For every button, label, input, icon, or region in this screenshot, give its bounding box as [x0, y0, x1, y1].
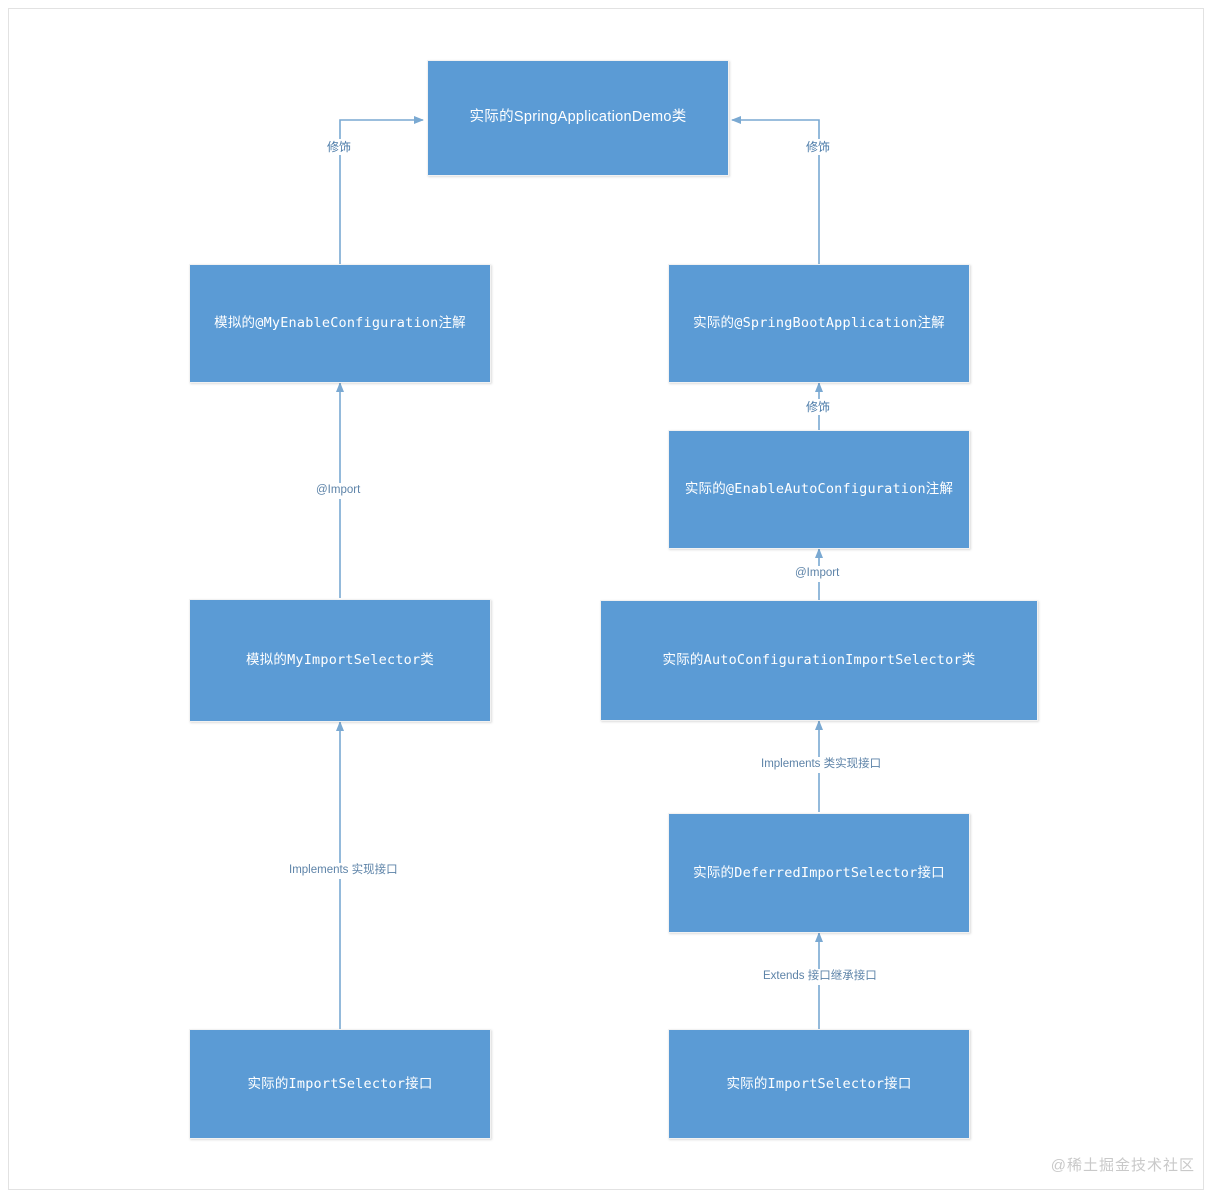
edge-sba-to-demo [731, 116, 820, 264]
node-import-selector-interface-left[interactable]: 实际的ImportSelector接口 [189, 1029, 491, 1139]
node-label: 模拟的MyImportSelector类 [245, 652, 435, 669]
edge-label-importselector-to-deferred: Extends 接口继承接口 [760, 969, 880, 985]
node-label: 实际的DeferredImportSelector接口 [693, 864, 945, 881]
edge-label-deferred-to-autoconfimp: Implements 类实现接口 [758, 757, 885, 773]
node-label: 实际的@EnableAutoConfiguration注解 [684, 481, 954, 498]
node-deferred-import-selector-interface[interactable]: 实际的DeferredImportSelector接口 [668, 813, 970, 933]
node-import-selector-interface-right[interactable]: 实际的ImportSelector接口 [668, 1029, 970, 1139]
watermark: @稀土掘金技术社区 [1050, 1157, 1195, 1174]
edge-label-sba-to-demo: 修饰 [803, 139, 834, 156]
edge-label-autoconfimp-to-enableauto: @Import [792, 566, 843, 582]
edge-label-enableauto-to-sba: 修饰 [803, 399, 834, 416]
node-label: 实际的ImportSelector接口 [247, 1075, 433, 1092]
node-label: 实际的@SpringBootApplication注解 [693, 315, 945, 332]
node-my-enable-configuration-annotation[interactable]: 模拟的@MyEnableConfiguration注解 [189, 264, 491, 383]
edge-label-myenable-to-demo: 修饰 [324, 139, 355, 156]
node-auto-configuration-import-selector-class[interactable]: 实际的AutoConfigurationImportSelector类 [600, 600, 1038, 721]
node-label: 实际的SpringApplicationDemo类 [469, 109, 687, 126]
node-spring-application-demo[interactable]: 实际的SpringApplicationDemo类 [427, 60, 729, 176]
node-my-import-selector-class[interactable]: 模拟的MyImportSelector类 [189, 599, 491, 722]
node-label: 实际的AutoConfigurationImportSelector类 [662, 652, 976, 669]
edge-label-importselector-to-myimport: Implements 实现接口 [286, 863, 401, 879]
edge-label-myimport-to-myenable: @Import [313, 483, 364, 499]
node-label: 模拟的@MyEnableConfiguration注解 [214, 315, 466, 332]
node-enable-auto-configuration-annotation[interactable]: 实际的@EnableAutoConfiguration注解 [668, 430, 970, 549]
edge-myenable-to-demo [339, 116, 424, 264]
node-spring-boot-application-annotation[interactable]: 实际的@SpringBootApplication注解 [668, 264, 970, 383]
node-label: 实际的ImportSelector接口 [726, 1075, 912, 1092]
